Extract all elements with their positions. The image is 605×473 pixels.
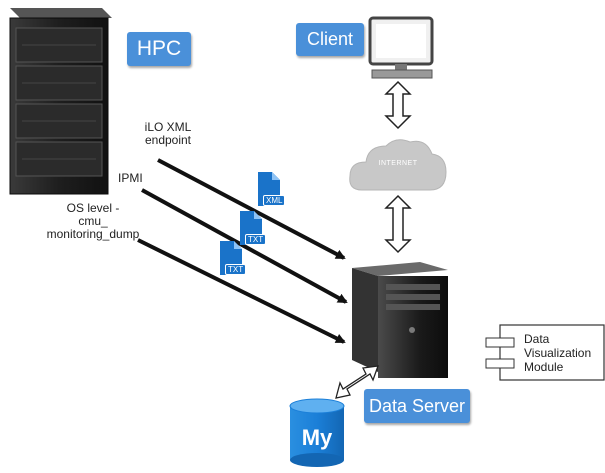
os-flow-arrow (137, 238, 346, 344)
module-label-line-1: Data (524, 332, 550, 346)
ilo-label-line-2: endpoint (144, 133, 192, 147)
os-label-line-1: OS level - (66, 201, 120, 215)
module-component-box (485, 324, 605, 381)
ilo-label-line-1: iLO XML (144, 120, 192, 134)
ilo-label: iLO XML endpoint (120, 121, 216, 147)
module-label-line-2: Visualization (524, 346, 592, 360)
data-server-tower-icon (352, 262, 448, 378)
os-label-line-3: monitoring_dump (46, 227, 140, 241)
hpc-rack-icon (9, 8, 112, 195)
internet-server-arrow (384, 194, 412, 254)
ipmi-label: IPMI (118, 171, 143, 185)
mysql-logo-text: My (301, 425, 333, 450)
txt-doc-label-2: TXT (225, 264, 247, 275)
os-level-label: OS level - cmu_ monitoring_dump (38, 202, 148, 241)
client-computer-icon (368, 16, 434, 79)
xml-doc-label: XML (263, 195, 286, 206)
module-label-line-3: Module (524, 360, 564, 374)
data-server-label: Data Server (364, 389, 470, 423)
txt-doc-label: TXT (245, 234, 267, 245)
server-db-arrow (335, 365, 379, 399)
internet-label: INTERNET (378, 160, 418, 167)
module-label: Data Visualization Module (524, 332, 591, 374)
txt-doc-badge-holder: TXT (238, 211, 272, 249)
internet-cloud-icon (349, 139, 447, 191)
hpc-label: HPC (127, 32, 191, 66)
client-label: Client (296, 23, 364, 56)
mysql-database-icon (289, 398, 345, 467)
client-internet-arrow (384, 80, 412, 130)
ipmi-flow-arrow (141, 188, 348, 304)
ilo-flow-arrow (157, 158, 346, 260)
xml-doc-badge-holder: XML (256, 172, 290, 210)
txt-doc-badge-holder-2: TXT (218, 241, 252, 279)
os-label-line-2: cmu_ (78, 214, 108, 228)
